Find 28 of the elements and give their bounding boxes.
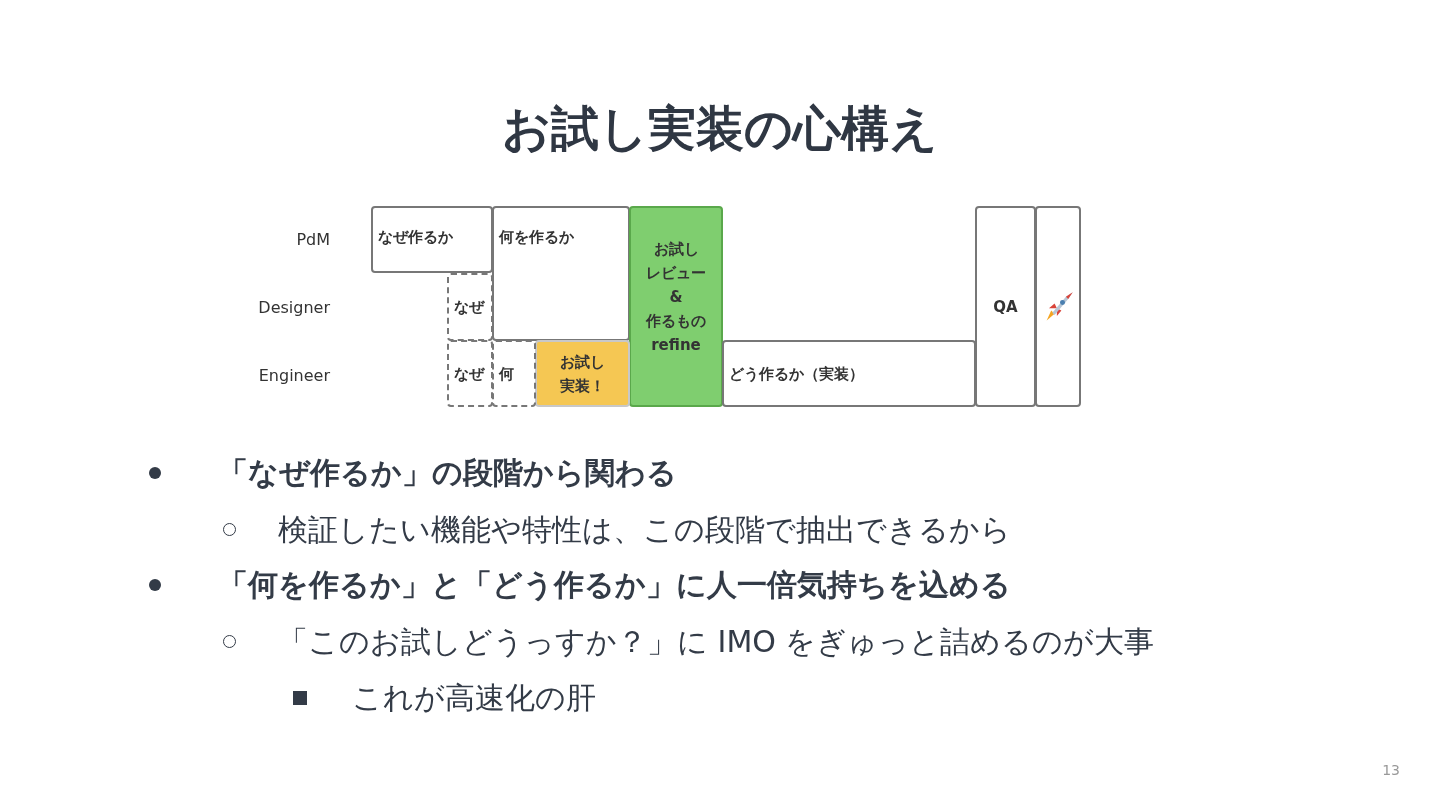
bullet-text: 「このお試しどうっすか？」に IMO をぎゅっと詰めるのが大事: [278, 623, 1155, 661]
phase-label: お試し実装！: [559, 351, 606, 397]
phase-label: 何を作るか: [499, 228, 574, 247]
phase-box: [535, 340, 630, 407]
phase-box: [492, 206, 630, 341]
bullet-text: これが高速化の肝: [352, 679, 596, 717]
phase-box: [447, 273, 493, 341]
phase-label: お試しレビュー&作るものrefine: [645, 238, 707, 356]
bullet-text: 「何を作るか」と「どう作るか」に人一倍気持ちを込める: [218, 566, 1011, 604]
row-label: Designer: [257, 298, 330, 318]
slide-title: お試し実装の心構え: [501, 99, 939, 158]
phase-label: どう作るか（実装）: [729, 364, 864, 383]
phase-label: なぜ作るか: [378, 228, 453, 247]
phase-box: [371, 206, 493, 273]
phase-label: 何: [499, 364, 514, 383]
phase-box: [629, 206, 723, 407]
phase-box: [975, 206, 1036, 407]
phase-label: なぜ: [454, 364, 484, 383]
row-label: Engineer: [257, 366, 330, 386]
phase-label: QA: [992, 296, 1019, 318]
launch-box: [1035, 206, 1081, 407]
bullet-text: 「なぜ作るか」の段階から関わる: [218, 454, 677, 492]
phase-box: [722, 340, 976, 407]
phase-box: [447, 340, 493, 407]
bullet-text: 検証したい機能や特性は、この段階で抽出できるから: [278, 511, 1011, 549]
row-label: PdM: [295, 230, 330, 250]
phase-label: なぜ: [454, 297, 484, 317]
page-number: 13: [1381, 762, 1400, 778]
